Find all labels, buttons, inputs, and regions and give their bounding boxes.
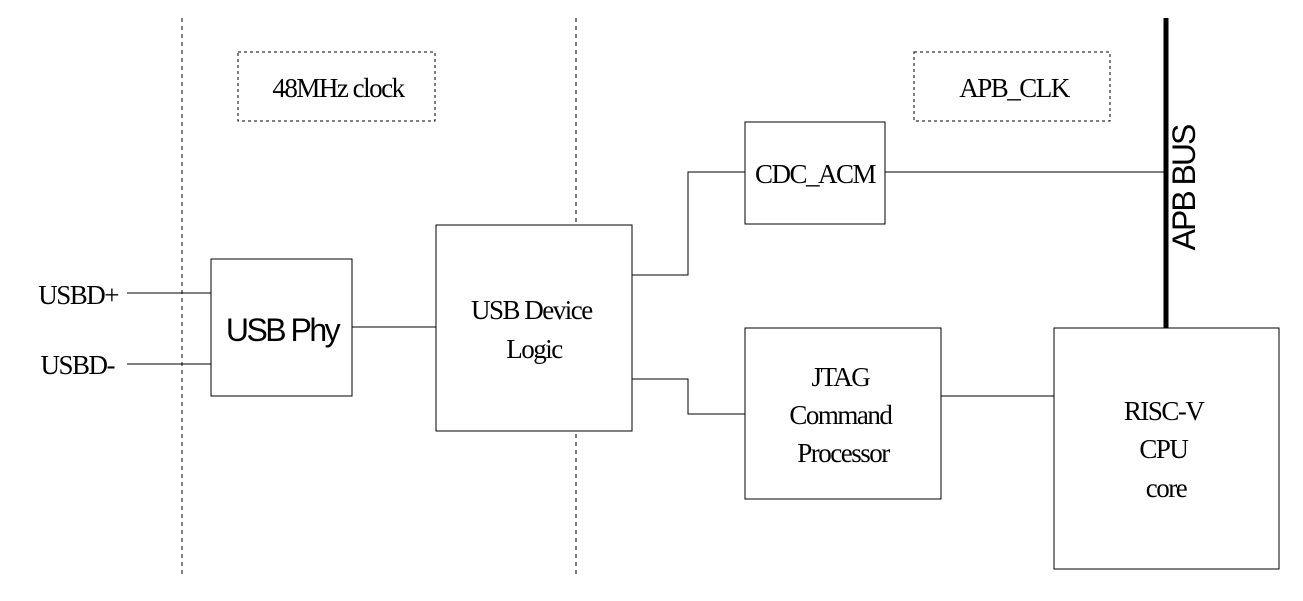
cpu-line-3: core xyxy=(1146,473,1188,503)
usb-device-logic-line-2: Logic xyxy=(506,334,563,364)
cpu-line-1: RISC-V xyxy=(1124,396,1206,426)
device-logic-to-jtag-wire xyxy=(632,378,745,415)
usb-clock-domain-text: 48MHz clock xyxy=(272,73,405,103)
usb-device-logic-block: USB Device Logic xyxy=(435,224,633,432)
usb-clock-domain-label: 48MHz clock xyxy=(237,51,436,122)
usb-clock-domain-frame xyxy=(237,51,436,122)
jtag-line-3: Processor xyxy=(797,438,890,468)
usb-device-logic-label: USB Device Logic xyxy=(471,295,597,364)
usb-device-logic-box xyxy=(435,224,633,432)
risc-v-cpu-core-label: RISC-V CPU core xyxy=(1124,396,1208,503)
cdc-acm-label: CDC_ACM xyxy=(755,159,877,189)
usbd-plus-label: USBD+ xyxy=(38,280,118,310)
usb-phy-block: USB Phy xyxy=(210,258,353,397)
jtag-line-2: Command xyxy=(789,400,893,430)
apb-clock-domain-label: APB_CLK xyxy=(913,51,1111,122)
apb-bus-label: APB BUS xyxy=(1166,125,1202,250)
cdc-acm-box xyxy=(744,121,886,225)
usb-phy-box xyxy=(210,258,353,397)
jtag-command-processor-label: JTAG Command Processor xyxy=(789,362,896,468)
device-logic-to-cdc-acm-wire xyxy=(632,171,745,276)
jtag-line-1: JTAG xyxy=(811,362,870,392)
risc-v-cpu-core-box xyxy=(1053,327,1280,570)
apb-clock-domain-frame xyxy=(913,51,1111,122)
apb-clock-domain-text: APB_CLK xyxy=(959,73,1071,103)
jtag-command-processor-box xyxy=(744,327,942,500)
usb-phy-label: USB Phy xyxy=(226,312,341,348)
cpu-line-2: CPU xyxy=(1139,434,1188,464)
usb-device-logic-line-1: USB Device xyxy=(471,295,593,325)
usbd-minus-label: USBD- xyxy=(40,350,115,380)
jtag-command-processor-block: JTAG Command Processor xyxy=(744,327,942,500)
risc-v-cpu-core-block: RISC-V CPU core xyxy=(1053,327,1280,570)
cdc-acm-block: CDC_ACM xyxy=(744,121,886,225)
